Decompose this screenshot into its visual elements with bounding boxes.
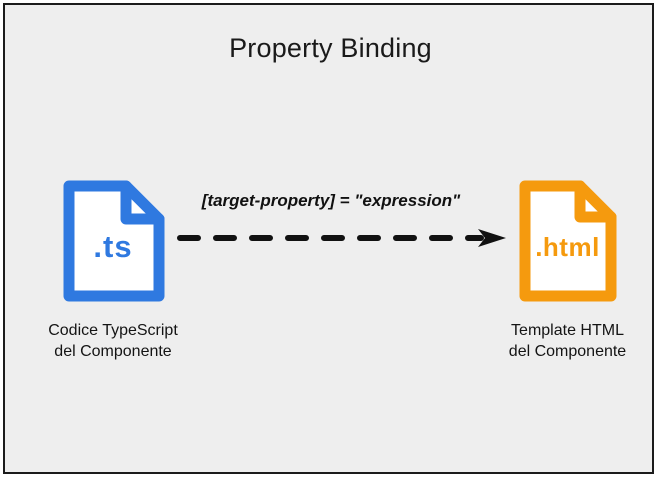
node-typescript-caption-line1: Codice TypeScript [48,322,178,339]
file-html-icon [519,180,617,302]
node-html: .html Template HTML del Componente [509,177,626,360]
node-html-caption: Template HTML del Componente [509,320,626,362]
node-typescript-caption-line2: del Componente [54,343,172,360]
file-ts-icon [63,180,165,302]
binding-connector: [target-property] = "expression" [175,191,515,261]
dashed-arrow-icon [177,229,506,247]
node-typescript-caption: Codice TypeScript del Componente [48,320,178,362]
node-typescript: .ts Codice TypeScript del Componente [48,177,178,360]
file-html-extension-label: .html [535,232,600,262]
node-html-caption-line2: del Componente [508,343,627,360]
file-ts-extension-label: .ts [93,229,133,264]
diagram-canvas: Property Binding .ts Codice TypeScript d… [3,3,654,474]
node-html-caption-line1: Template HTML [511,322,624,339]
connector-label: [target-property] = "expression" [201,191,461,210]
diagram-title: Property Binding [229,33,432,63]
